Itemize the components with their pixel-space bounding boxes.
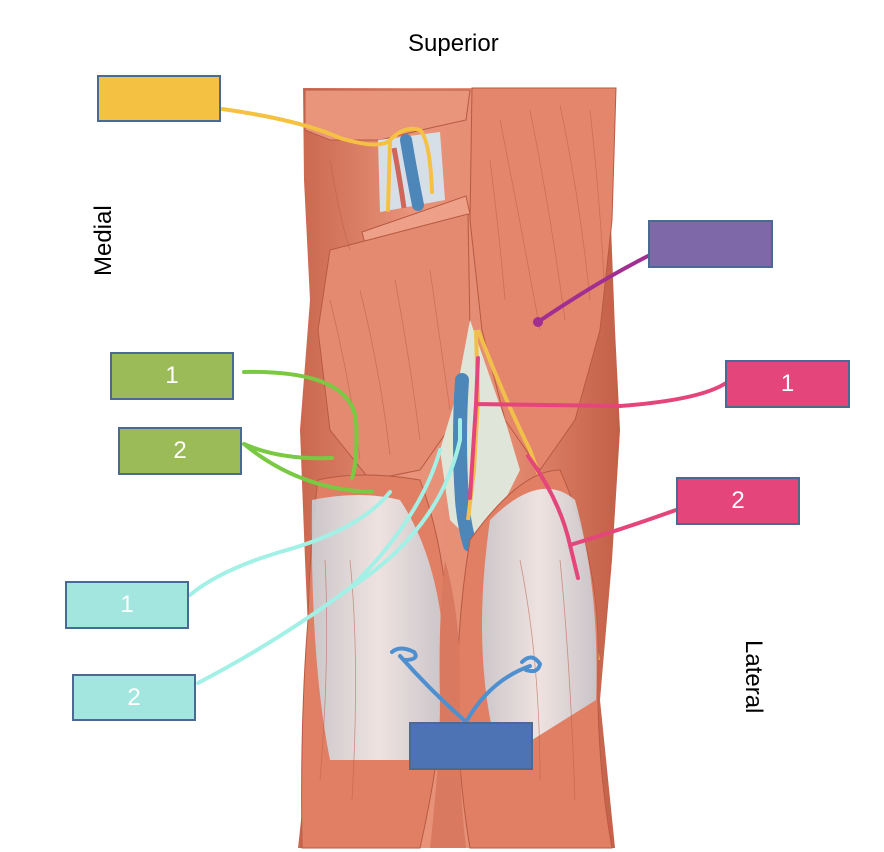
biceps-femoris-muscle [469,87,617,471]
tendon-sheet-lateral [482,488,597,760]
orientation-superior: Superior [408,30,499,57]
popliteal-artery-upper [391,147,407,209]
label-box-green-1[interactable]: 1 [110,352,234,400]
leader-cyan-1 [188,490,392,597]
semitendinosus-upper [304,89,471,141]
popliteal-vein-upper [400,134,424,211]
leader-green-2 [242,442,374,494]
label-box-pink-1[interactable]: 1 [725,360,850,408]
leader-green-1 [242,369,359,480]
leader-cyan-2 [196,418,462,685]
leader-lines [188,107,728,724]
leader-blue-loop-right [520,655,542,674]
leader-pink-2 [526,454,678,580]
leader-purple-dot [533,317,543,327]
tendon-sheet-medial [311,495,445,760]
leader-blue [398,654,532,724]
label-box-cyan-1[interactable]: 1 [65,581,189,629]
orientation-lateral: Lateral [740,640,767,714]
leader-blue-loop-left [390,646,418,662]
leader-yellow [220,107,434,212]
label-box-green-2[interactable]: 2 [118,427,242,475]
popliteal-vein [453,373,477,552]
label-box-cyan-2[interactable]: 2 [72,674,196,721]
label-box-pink-2[interactable]: 2 [676,477,800,525]
label-box-top-left[interactable] [97,75,221,122]
leader-pink-1 [468,356,728,500]
label-box-bottom-blue[interactable] [409,722,533,770]
leader-purple [536,253,652,324]
label-box-purple[interactable] [648,220,773,268]
orientation-medial: Medial [90,205,117,276]
